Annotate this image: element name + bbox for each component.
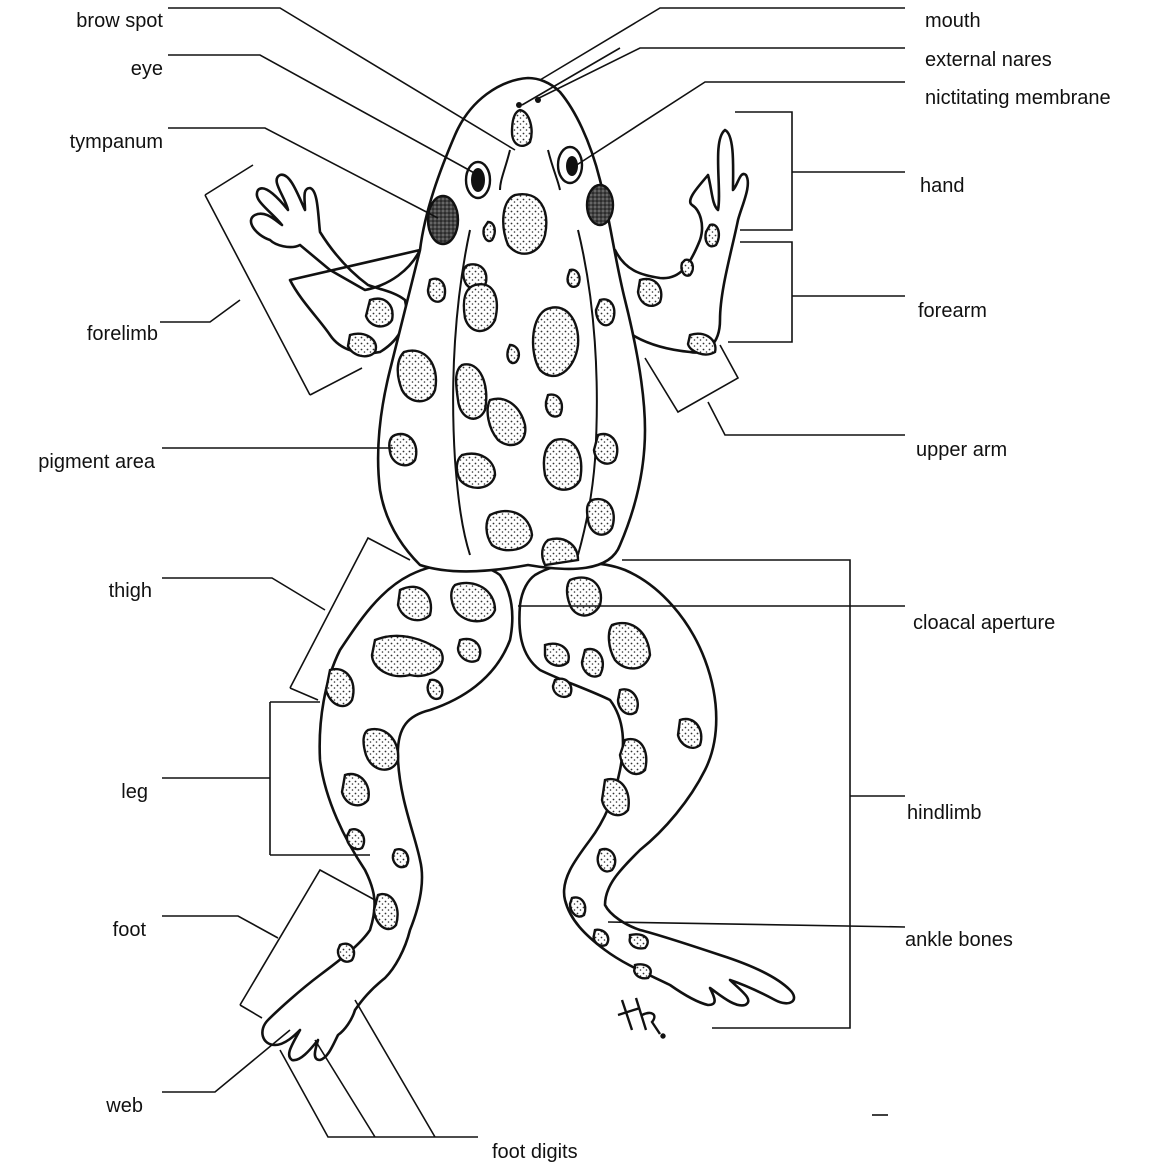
label-cloacal-aperture: cloacal aperture [913,612,1055,634]
leader-nictitating-membrane [572,82,905,168]
leader-mouth [540,8,905,80]
bracket-forearm [728,242,792,342]
label-external-nares: external nares [925,49,1052,71]
label-ankle-bones: ankle bones [905,929,1013,951]
leader-thigh [162,578,325,610]
label-upper-arm: upper arm [916,439,1007,461]
label-hindlimb: hindlimb [907,802,981,824]
left-tympanum-shape [428,196,458,244]
label-tympanum: tympanum [70,131,163,153]
left-naris [516,102,522,108]
right-labels: mouth external nares nictitating membran… [905,10,1111,951]
frog-illustration [251,78,794,1060]
artist-signature [618,998,665,1038]
label-forearm: forearm [918,300,987,322]
label-pigment-area: pigment area [38,451,156,473]
right-hindlimb-shape [519,563,794,1005]
leader-ankle-bones [608,922,905,927]
leader-upper-arm [708,402,905,435]
label-leg: leg [121,781,148,803]
label-eye: eye [131,58,163,80]
bracket-upper-arm [645,345,738,412]
label-nictitating-membrane: nictitating membrane [925,87,1111,109]
label-foot: foot [113,919,147,941]
leader-foot [162,916,278,938]
label-mouth: mouth [925,10,981,32]
right-tympanum-shape [587,185,613,225]
left-forelimb-shape [251,175,420,353]
label-web: web [105,1095,143,1117]
leader-forelimb [160,300,240,322]
leader-eye [168,55,478,175]
label-hand: hand [920,175,965,197]
label-thigh: thigh [109,580,152,602]
bracket-hand [735,112,792,230]
label-foot-digits: foot digits [492,1141,578,1163]
label-brow-spot: brow spot [76,10,163,32]
right-forelimb-shape [612,130,748,353]
label-forelimb: forelimb [87,323,158,345]
